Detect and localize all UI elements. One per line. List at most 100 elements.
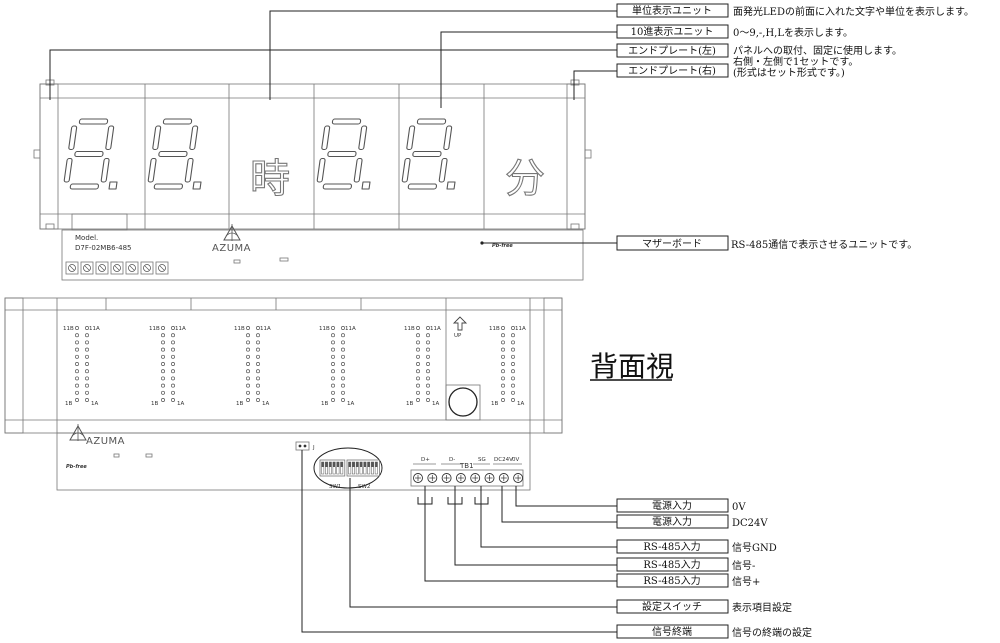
svg-text:11B: 11B — [149, 326, 160, 332]
terminal-callout-desc: 信号GND — [732, 542, 777, 554]
seven-segment-digits — [63, 118, 456, 190]
dip-switches — [319, 459, 380, 477]
svg-text:11A: 11A — [345, 326, 356, 332]
terminal-callout-1: 電源入力 0V — [616, 498, 746, 513]
terminal-callout-5: RS-485入力信号+ — [616, 573, 760, 588]
svg-text:1B: 1B — [491, 401, 498, 407]
svg-text:11A: 11A — [515, 326, 526, 332]
svg-text:11A: 11A — [260, 326, 271, 332]
terminal-callout-2: 電源入力 DC24V — [616, 514, 768, 529]
azuma-logo-icon — [223, 224, 241, 241]
svg-text:1B: 1B — [151, 401, 158, 407]
pin-row-4: 11B 11A 1B 1A — [319, 326, 356, 407]
sw2-label: SW2 — [358, 484, 370, 490]
svg-text:11A: 11A — [89, 326, 100, 332]
desc-end-plate-left-2: 右側・左側で1セットです。 — [733, 55, 858, 68]
up-arrow-icon — [452, 316, 468, 331]
front-motherboard: Model. D7F-02MB6-485 AZUMA Pb-free — [61, 224, 584, 281]
svg-text:1B: 1B — [236, 401, 243, 407]
unit-char-minute: 分 — [505, 156, 545, 202]
svg-text:11A: 11A — [430, 326, 441, 332]
terminal-callout-desc: 表示項目設定 — [732, 601, 792, 614]
terminal-label-0v: 0V — [512, 457, 519, 463]
jumper-j — [295, 441, 310, 451]
terminal-callout-label: 信号終端 — [652, 625, 692, 638]
up-label: UP — [454, 333, 462, 339]
svg-text:1A: 1A — [262, 401, 269, 407]
front-body — [39, 83, 586, 230]
front-view: 時 分 — [33, 79, 592, 231]
svg-text:1B: 1B — [65, 401, 72, 407]
end-plate-left — [39, 83, 59, 230]
terminal-block-tb1: D+ D- SG DC24V 0V TB1 — [410, 457, 524, 487]
callout-boxes: 単位表示ユニット 面発光LEDの前面に入れた文字や単位を表示します。 10進表示… — [616, 3, 974, 639]
svg-text:11A: 11A — [175, 326, 186, 332]
pin-row-3: 11B 11A 1B 1A — [234, 326, 271, 407]
terminal-callout-7: 信号終端 信号の終端の設定 — [616, 624, 812, 639]
terminal-callout-desc: DC24V — [732, 518, 768, 529]
terminal-label-dc24v: DC24V — [494, 457, 513, 463]
svg-text:11B: 11B — [319, 326, 330, 332]
unit-char-hour: 時 — [250, 156, 290, 202]
rear-knob — [448, 387, 478, 417]
dip-switch-sw1[interactable] — [319, 459, 346, 477]
svg-text:1A: 1A — [91, 401, 98, 407]
rear-pin-rows: 11B 11A 1B 1A 11B 11A 1B 1A 11B 11A 1B 1A 11B 11A 1B 1A… — [63, 326, 526, 407]
svg-text:1B: 1B — [406, 401, 413, 407]
svg-text:1A: 1A — [347, 401, 354, 407]
svg-text:1A: 1A — [432, 401, 439, 407]
desc-end-plate-left-1: パネルへの取付、固定に使用します。 — [733, 44, 902, 57]
terminal-callout-label: RS-485入力 — [643, 574, 700, 587]
terminal-callout-desc: 0V — [732, 502, 746, 513]
label-end-plate-left: エンドプレート(左) — [628, 44, 716, 57]
terminal-callout-label: 電源入力 — [652, 499, 692, 512]
dip-switch-outline — [313, 447, 383, 489]
terminal-callout-label: RS-485入力 — [643, 540, 700, 553]
rear-view-title: 背面視 — [590, 350, 674, 383]
front-logo-text: AZUMA — [212, 243, 251, 254]
terminal-callout-desc: 信号の終端の設定 — [732, 626, 812, 639]
model-label: Model. — [75, 234, 98, 242]
terminal-callout-3: RS-485入力 信号GND — [616, 539, 777, 554]
label-unit-display: 単位表示ユニット — [632, 4, 712, 17]
terminal-callout-label: 設定スイッチ — [642, 600, 702, 613]
terminal-callout-4: RS-485入力 信号- — [616, 557, 755, 572]
rear-motherboard: AZUMA Pb-free J SW1 SW2 D+ D- SG DC24V 0… — [56, 424, 531, 491]
desc-decimal-display: 0～9,-,H,Lを表示します。 — [733, 26, 853, 39]
terminal-label-dminus: D- — [449, 457, 455, 463]
label-end-plate-right: エンドプレート(右) — [628, 64, 716, 77]
terminal-label-sg: SG — [478, 457, 486, 463]
callout-brackets — [417, 497, 489, 505]
digit-2 — [147, 118, 202, 190]
desc-end-plate-right: (形式はセット形式です。) — [733, 66, 845, 79]
terminal-callout-label: 電源入力 — [652, 515, 692, 528]
desc-unit-display: 面発光LEDの前面に入れた文字や単位を表示します。 — [733, 5, 974, 18]
terminal-label-dplus: D+ — [421, 457, 430, 463]
front-connectors — [65, 261, 169, 275]
label-motherboard: マザーボード — [642, 238, 702, 250]
terminal-callout-label: RS-485入力 — [643, 558, 700, 571]
pin-row-5: 11B 11A 1B 1A — [404, 326, 441, 407]
dip-switch-sw2[interactable] — [346, 459, 380, 477]
terminal-callout-6: 設定スイッチ 表示項目設定 — [616, 599, 792, 614]
jumper-label: J — [312, 445, 315, 451]
rear-logo-text: AZUMA — [86, 436, 125, 447]
model-number: D7F-02MB6-485 — [75, 244, 132, 252]
callout-lines — [49, 10, 617, 633]
terminal-callout-desc: 信号- — [732, 560, 755, 572]
end-plate-right — [566, 83, 586, 230]
desc-motherboard: RS-485通信で表示させるユニットです。 — [731, 238, 917, 251]
digit-1 — [63, 118, 118, 190]
digit-3 — [316, 118, 371, 190]
svg-text:1B: 1B — [321, 401, 328, 407]
svg-text:11B: 11B — [404, 326, 415, 332]
svg-text:11B: 11B — [234, 326, 245, 332]
rear-pb-free: Pb-free — [66, 464, 87, 470]
tb1-label: TB1 — [459, 462, 474, 470]
digit-4 — [401, 118, 456, 190]
svg-text:11B: 11B — [489, 326, 500, 332]
